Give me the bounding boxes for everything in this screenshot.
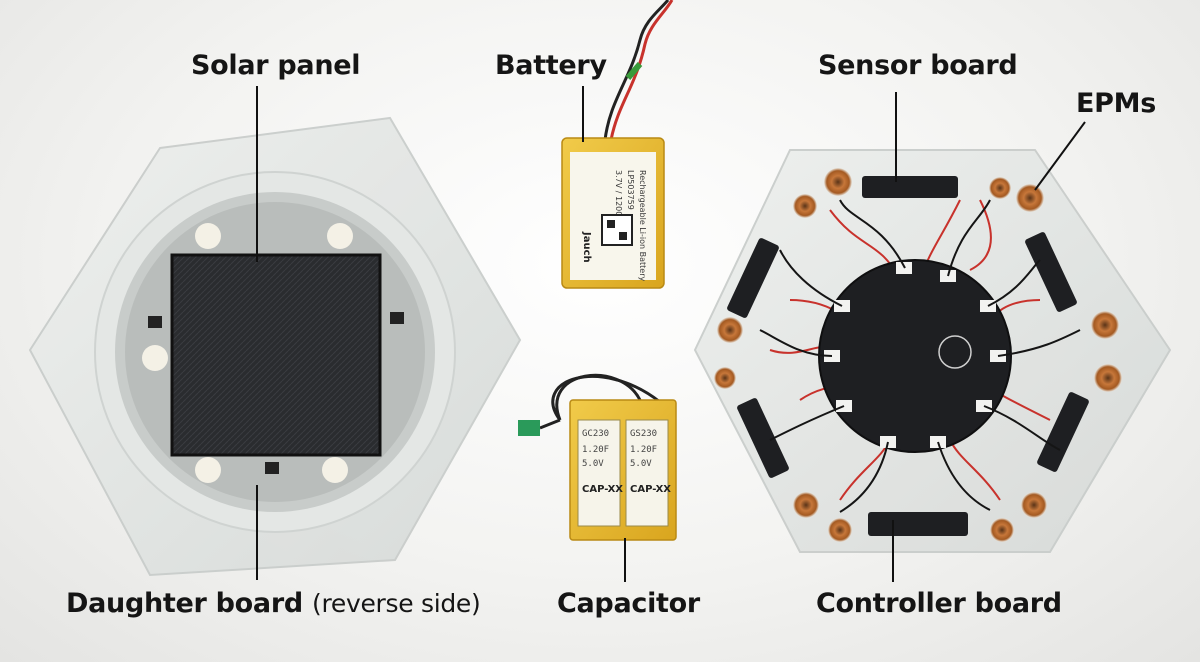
svg-text:GC230: GC230 <box>582 429 609 439</box>
controller-pcb <box>818 259 1012 453</box>
svg-text:5.0V: 5.0V <box>582 459 604 469</box>
svg-text:LP503759: LP503759 <box>626 170 635 210</box>
svg-text:Rechargeable Li-ion Battery: Rechargeable Li-ion Battery <box>638 170 647 281</box>
epms-pointer <box>1034 121 1086 191</box>
capacitor-label: Capacitor <box>557 588 700 619</box>
svg-text:5.0V: 5.0V <box>630 459 652 469</box>
svg-text:CAP-XX: CAP-XX <box>630 484 671 495</box>
solar-panel-label: Solar panel <box>191 50 361 81</box>
sensor-board-label: Sensor board <box>818 50 1018 81</box>
green-connector <box>518 420 540 436</box>
epms-label: EPMs <box>1076 88 1156 119</box>
supercapacitor-pair: GC230 1.20F 5.0V CAP-XX GS230 1.20F 5.0V… <box>518 373 677 582</box>
svg-text:1.20F: 1.20F <box>630 445 657 455</box>
svg-text:CAP-XX: CAP-XX <box>582 484 623 495</box>
daughter-board-note: (reverse side) <box>312 589 481 618</box>
controller-board-label: Controller board <box>816 588 1062 619</box>
solar-module-hexagon <box>28 86 522 580</box>
battery-label: Battery <box>495 50 607 81</box>
svg-text:1.20F: 1.20F <box>582 445 609 455</box>
daughter-board-label: Daughter board (reverse side) <box>66 588 481 619</box>
daughter-board-title: Daughter board <box>66 588 303 619</box>
solar-cell <box>170 253 382 457</box>
electronics-module-hexagon <box>693 92 1172 582</box>
battery-pack: Rechargeable Li-ion Battery LP503759 3.7… <box>561 0 674 289</box>
svg-text:Jauch: Jauch <box>581 231 592 263</box>
svg-text:3.7V / 1200mAh: 3.7V / 1200mAh <box>614 170 623 235</box>
svg-text:GS230: GS230 <box>630 429 657 439</box>
